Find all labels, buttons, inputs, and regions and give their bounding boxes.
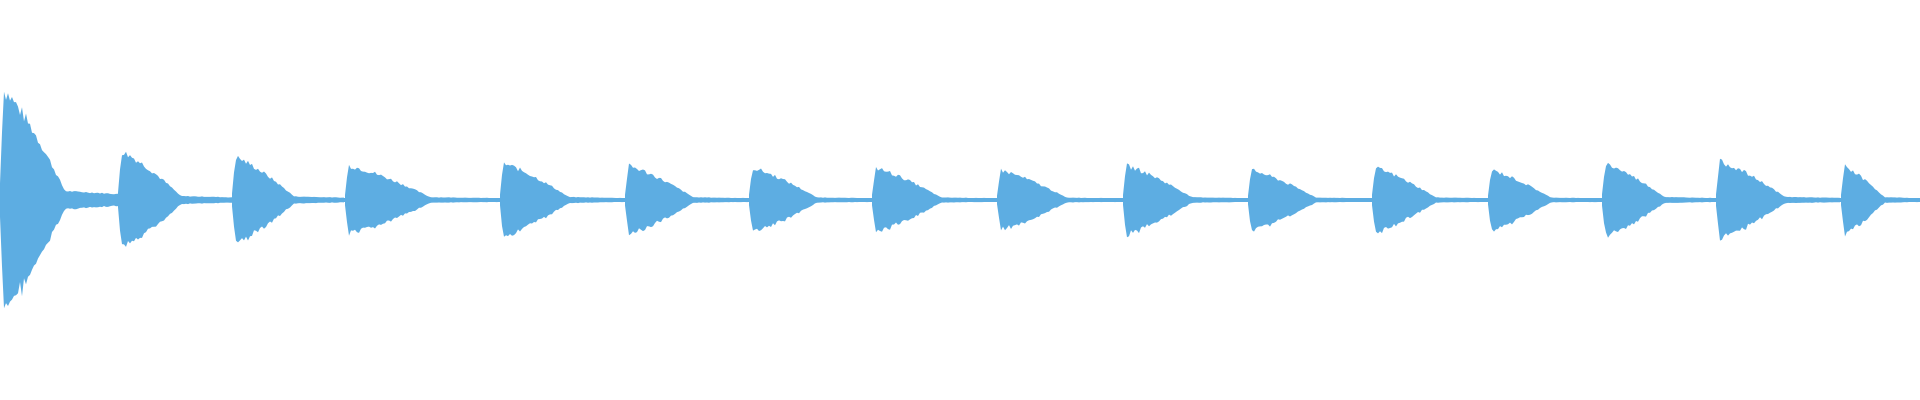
waveform-transient-1	[0, 91, 118, 309]
waveform-transient-4	[345, 164, 499, 236]
waveform-transient-14	[1602, 162, 1716, 238]
waveform-transient-13	[1488, 169, 1602, 232]
waveform-transient-9	[997, 168, 1123, 231]
waveform-transient-8	[872, 167, 996, 233]
waveform-transient-2	[118, 151, 232, 247]
waveform-transient-10	[1123, 163, 1247, 238]
waveform-transient-16	[1841, 164, 1919, 237]
waveform-transient-15	[1716, 158, 1840, 241]
waveform-transient-3	[232, 155, 344, 243]
waveform-transient-11	[1248, 168, 1372, 232]
waveform-transient-5	[500, 162, 624, 237]
waveform-transient-6	[625, 163, 749, 236]
waveform-layer	[0, 91, 1920, 309]
waveform-transient-12	[1372, 166, 1488, 234]
waveform-transient-7	[749, 168, 871, 231]
